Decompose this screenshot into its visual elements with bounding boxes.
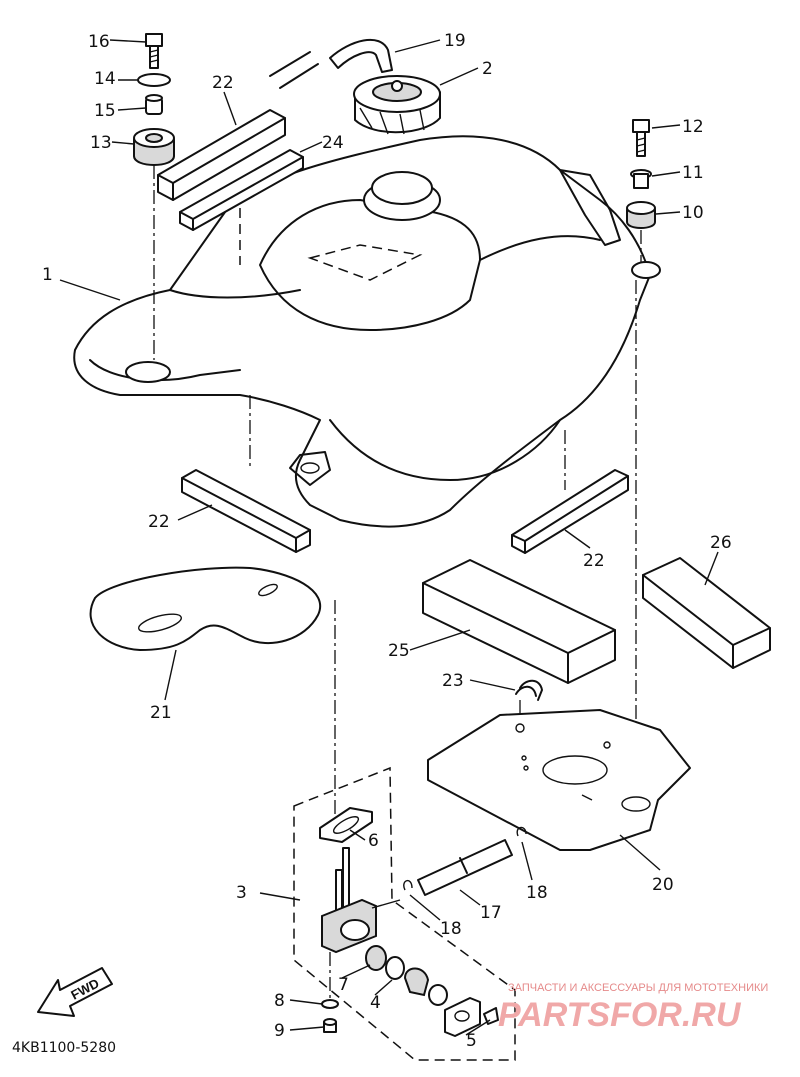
bolt-16 <box>145 33 163 69</box>
label-part-2: 2 <box>482 59 493 79</box>
washer-14 <box>137 73 171 87</box>
label-part-15: 15 <box>94 101 116 121</box>
breather-hose <box>269 39 393 89</box>
label-part-13: 13 <box>90 133 112 153</box>
label-part-23: 23 <box>442 671 464 691</box>
cover-plate-5 <box>444 997 499 1037</box>
damper-lower-left-22 <box>181 469 311 553</box>
label-part-22-right: 22 <box>583 551 605 571</box>
label-part-1: 1 <box>42 265 53 285</box>
damper-25 <box>422 559 616 684</box>
fuel-cap <box>353 75 441 135</box>
label-part-21: 21 <box>150 703 172 723</box>
fuel-hose-17 <box>417 839 513 896</box>
bolt-12 <box>632 119 650 157</box>
collar-11 <box>630 169 652 189</box>
watermark-logo: PARTSFOR.RU <box>498 996 742 1034</box>
label-part-17: 17 <box>480 903 502 923</box>
watermark: ЗАПЧАСТИ И АКСЕССУАРЫ ДЛЯ МОТОТЕХНИКИ PA… <box>498 982 768 1034</box>
gasket-4 <box>385 956 405 980</box>
label-part-7: 7 <box>338 975 349 995</box>
label-part-10: 10 <box>682 203 704 223</box>
label-part-12: 12 <box>682 117 704 137</box>
damper-lower-right-22 <box>511 469 629 554</box>
label-part-16: 16 <box>88 32 110 52</box>
heat-protector-21 <box>89 566 322 651</box>
clip-18b <box>516 826 527 837</box>
collar-15 <box>145 94 163 115</box>
o-ring-7 <box>365 945 387 971</box>
label-part-25: 25 <box>388 641 410 661</box>
label-part-5: 5 <box>466 1031 477 1051</box>
part-labels: 16 14 15 13 22 19 2 24 1 12 11 10 22 22 … <box>42 31 732 1051</box>
label-part-4: 4 <box>370 993 381 1013</box>
grommet-13 <box>133 128 175 166</box>
label-part-19: 19 <box>444 31 466 51</box>
label-part-20: 20 <box>652 875 674 895</box>
label-part-14: 14 <box>94 69 116 89</box>
drain-screw-9 <box>321 999 339 1033</box>
damper-26 <box>642 557 771 669</box>
fwd-arrow: FWD <box>37 967 113 1017</box>
grommet-10 <box>626 201 656 229</box>
label-part-11: 11 <box>682 163 704 183</box>
label-part-18-right: 18 <box>526 883 548 903</box>
lever-parts <box>403 967 448 1006</box>
damper-top-22 <box>157 109 286 201</box>
label-part-22-top: 22 <box>212 73 234 93</box>
label-part-8: 8 <box>274 991 285 1011</box>
label-part-18-left: 18 <box>440 919 462 939</box>
clip-18a <box>403 880 413 891</box>
label-part-3: 3 <box>236 883 247 903</box>
gasket-6 <box>319 807 373 843</box>
damper-top-24 <box>179 149 304 231</box>
label-part-24: 24 <box>322 133 344 153</box>
label-part-26: 26 <box>710 533 732 553</box>
plate-20 <box>427 709 691 851</box>
label-part-22-left: 22 <box>148 512 170 532</box>
fuel-tank <box>73 135 661 528</box>
leader-lines <box>59 39 719 1036</box>
fuel-cock <box>321 847 377 954</box>
label-part-6: 6 <box>368 831 379 851</box>
label-part-9: 9 <box>274 1021 285 1041</box>
fuel-cock-group-boundary <box>293 766 516 1061</box>
clip-23 <box>515 679 543 701</box>
drawing-code: 4KB1100-5280 <box>12 1040 116 1056</box>
watermark-tagline: ЗАПЧАСТИ И АКСЕССУАРЫ ДЛЯ МОТОТЕХНИКИ <box>508 982 768 994</box>
